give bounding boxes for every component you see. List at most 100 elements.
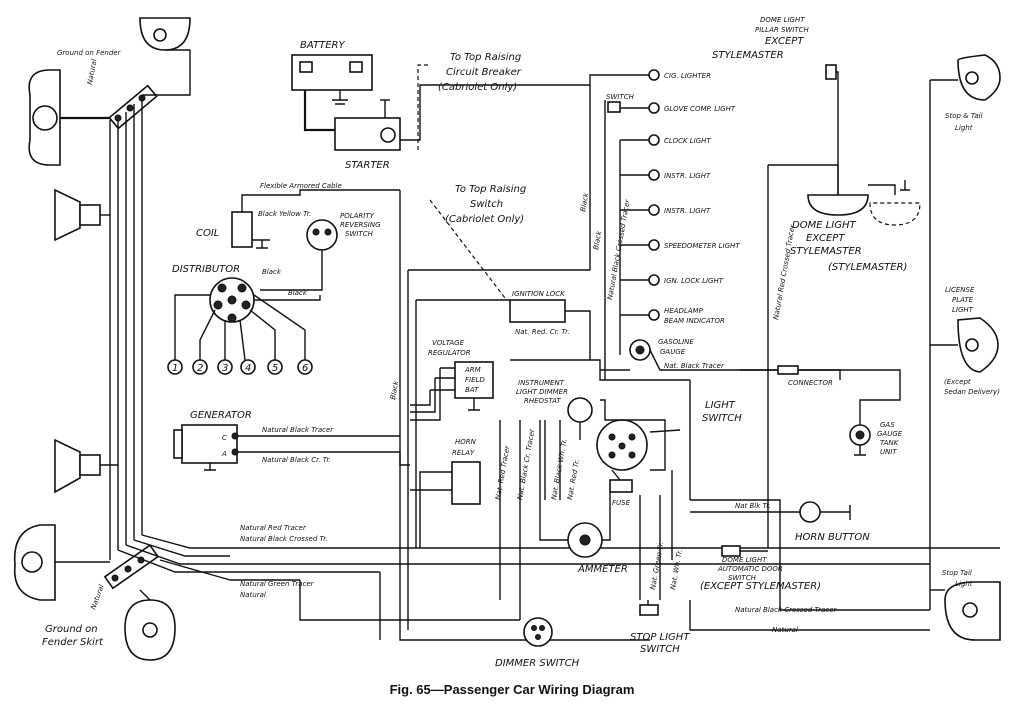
label-cyl-1: 1 [172,363,178,374]
label-nat-black-crossed: Natural Black Crossed Tr. [240,535,328,543]
horn-upper [54,188,101,242]
stop-tail-light-upper [957,54,1001,101]
light-switch [596,399,681,471]
rear-harness [689,79,958,631]
label-voltage-reg-2: REGULATOR [428,349,471,357]
parking-lamp-top [139,17,191,51]
label-dome-pillar-1: DOME LIGHT [760,16,805,24]
gas-tank-unit [849,424,871,456]
stop-tail-light-lower [944,581,1001,641]
label-switch-small: SWITCH [606,93,635,101]
label-nat-black-cross-v: Natural Black Crossed Tracer [606,198,632,300]
label-nat-green-tracer: Natural Green Tracer [240,580,315,588]
label-ground-skirt-2: Fender Skirt [42,637,104,648]
label-black-v3: Black [592,229,603,250]
label-instr-light-1: INSTR. LIGHT [664,172,711,180]
label-natural-top: Natural [86,58,98,85]
label-stop-tail-1: Stop & Tail [945,112,983,120]
label-natural-mid: Natural [240,591,266,599]
label-gas-unit-2: GAUGE [877,430,903,438]
label-stop-light-2: SWITCH [640,644,680,655]
label-dome-auto-4: (EXCEPT STYLEMASTER) [700,581,821,592]
horn-button [690,501,851,523]
label-black-v2: Black [579,191,590,212]
dome-light [768,164,869,216]
label-top-switch-3: (Cabriolet Only) [445,214,524,225]
label-headlamp-1: HEADLAMP [664,307,704,315]
left-front-headlamp-top [28,69,110,166]
label-gas-unit-4: UNIT [880,448,897,456]
label-dome-auto-2: AUTOMATIC DOOR [717,565,783,573]
label-cyl-2: 2 [197,363,203,374]
label-ign-lock-light: IGN. LOCK LIGHT [664,277,724,285]
breaker-arrow [417,64,430,150]
label-cyl-5: 5 [272,363,278,374]
label-polarity-3: SWITCH [345,230,374,238]
label-nat-blk-wh-v: Nat. Black Wh. Tr. [550,438,569,500]
fuse [609,469,633,493]
label-gas-unit-3: TANK [880,439,900,447]
dome-pillar-switch [825,64,839,195]
label-instr-dimmer-3: RHEOSTAT [524,397,561,405]
label-battery: BATTERY [300,40,345,51]
dome-light-stylemaster [868,180,921,226]
label-field: FIELD [465,376,485,384]
label-gas-unit-1: GAS [880,421,895,429]
label-horn-relay-1: HORN [455,438,477,446]
label-top-breaker-3: (Cabriolet Only) [438,82,517,93]
voltage-regulator [410,361,494,421]
spark-plugs [167,359,313,375]
label-coil: COIL [196,228,219,239]
starter [303,90,401,151]
label-starter: STARTER [345,160,390,171]
label-stop-tail-4: Light [955,580,973,588]
label-ignition-lock: IGNITION LOCK [512,290,566,298]
label-natural-bottom: Natural [89,584,105,611]
label-horn-button: HORN BUTTON [795,532,870,543]
label-nat-red-tr-v2: Nat. Red Tr. [566,459,581,501]
label-cig-lighter: CIG. LIGHTER [664,72,711,80]
label-light-switch-2: SWITCH [702,413,742,424]
label-bat: BAT [465,386,479,394]
ignition-lock [509,299,591,360]
label-stop-tail-2: Light [955,124,973,132]
label-clock-light: CLOCK LIGHT [664,137,711,145]
horn-lower [54,438,101,494]
label-nat-black-crossed-2: Natural Black Crossed Tracer [735,606,838,614]
label-black-yellow: Black Yellow Tr. [258,210,311,218]
label-black-vert: Black [389,379,400,400]
label-cyl-6: 6 [302,363,308,374]
label-black-2: Black [288,289,308,297]
label-instr-dimmer-1: INSTRUMENT [518,379,565,387]
dimmer-switch [523,617,553,647]
label-arm: ARM [464,366,481,374]
label-stylemaster: (STYLEMASTER) [828,262,907,273]
parking-lamp-bottom [124,599,176,661]
label-gas-gauge-2: GAUGE [660,348,686,356]
label-natural-low: Natural [772,626,798,634]
left-harness [55,49,1000,601]
label-license-1: LICENSE [945,286,975,294]
label-ground-fender: Ground on Fender [57,49,122,57]
ammeter [539,420,611,558]
label-dome-light-3: STYLEMASTER [790,246,862,257]
label-polarity-2: REVERSING [340,221,381,229]
label-gen-c: C [222,434,227,442]
license-plate-light [957,317,999,373]
connector [777,365,799,375]
label-stop-tail-3: Stop Tail [942,569,972,577]
label-nat-black-tracer: Natural Black Tracer [262,426,334,434]
label-speedo-light: SPEEDOMETER LIGHT [664,242,740,250]
gasoline-gauge [600,339,841,380]
label-distributor: DISTRIBUTOR [172,264,240,275]
label-cyl-3: 3 [222,363,228,374]
label-dome-light-1: DOME LIGHT [792,220,856,231]
label-generator: GENERATOR [190,410,252,421]
label-nat-red-tracer: Natural Red Tracer [240,524,307,532]
label-license-5: Sedan Delivery) [944,388,1000,396]
label-headlamp-2: BEAM INDICATOR [664,317,725,325]
label-ground-skirt-1: Ground on [45,624,98,635]
label-dome-pillar-4: STYLEMASTER [712,50,784,61]
label-stop-light-1: STOP LIGHT [630,632,690,643]
label-top-switch-1: To Top Raising [455,184,526,195]
